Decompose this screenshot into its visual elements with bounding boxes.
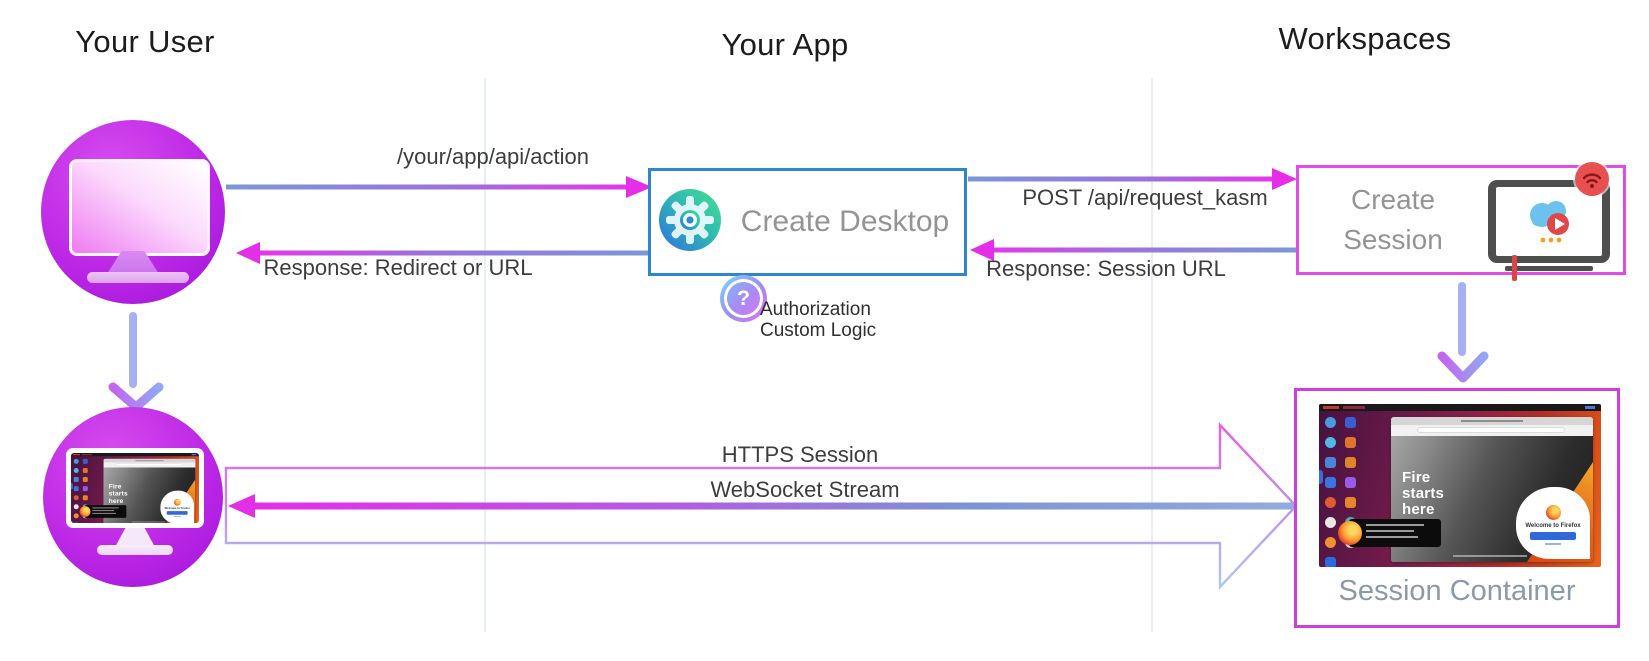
desktop-top-bar bbox=[71, 453, 199, 457]
request-arrow-label: /your/app/api/action bbox=[396, 144, 590, 169]
monitor-base bbox=[87, 272, 189, 283]
not-now-link bbox=[1545, 543, 1561, 545]
fire-starts-here-headline: Fire starts here bbox=[108, 482, 128, 505]
browser-content: Welcome to Firefox Fire starts here bbox=[103, 467, 196, 523]
welcome-card: Welcome to Firefox bbox=[1516, 487, 1590, 559]
dock-tab bbox=[71, 482, 73, 490]
tablet-stand-tick bbox=[1512, 255, 1517, 281]
create-session-box: Create Session bbox=[1296, 162, 1626, 281]
url-bar bbox=[1417, 427, 1565, 433]
cloud-play-icon bbox=[1530, 201, 1569, 243]
firefox-logo-icon bbox=[79, 506, 91, 517]
post-request-arrow bbox=[968, 168, 1297, 190]
photo-caption bbox=[1453, 555, 1527, 557]
welcome-text: Welcome to Firefox bbox=[164, 507, 190, 510]
column-header-your-app: Your App bbox=[721, 27, 849, 62]
authorization-line1: Authorization bbox=[760, 299, 871, 320]
session-monitor-stand bbox=[115, 528, 155, 547]
websocket-stream-label: WebSocket Stream bbox=[710, 477, 900, 502]
session-container-label: Session Container bbox=[1338, 575, 1576, 607]
response-redirect-arrow bbox=[236, 242, 648, 264]
firefox-logo-icon bbox=[1338, 521, 1362, 545]
response-redirect-label: Response: Redirect or URL bbox=[263, 255, 533, 280]
gear-icon bbox=[659, 189, 721, 251]
default-browser-button bbox=[166, 511, 188, 515]
monitor-stand bbox=[107, 251, 159, 274]
welcome-text: Welcome to Firefox bbox=[1525, 523, 1581, 529]
authorization-question-icon: ? bbox=[720, 275, 767, 322]
dock-tab bbox=[1319, 470, 1323, 484]
session-monitor-base bbox=[97, 545, 173, 555]
not-now-link bbox=[173, 516, 181, 517]
browser-toolbar bbox=[103, 462, 196, 468]
create-session-label-line2: Session bbox=[1343, 224, 1443, 255]
response-session-label: Response: Session URL bbox=[986, 256, 1226, 281]
create-desktop-label: Create Desktop bbox=[740, 205, 950, 238]
firefox-window: Welcome to Firefox Fire starts here bbox=[1391, 417, 1593, 562]
firefox-window: Welcome to Firefox Fire starts here bbox=[103, 458, 196, 523]
session-monitor-icon: Welcome to Firefox Fire starts here bbox=[66, 448, 204, 528]
photo-caption bbox=[131, 521, 166, 523]
notification-toast bbox=[1338, 519, 1441, 547]
tablet-stand-bar bbox=[1505, 266, 1593, 271]
wifi-icon bbox=[1575, 162, 1609, 196]
websocket-stream-arrow bbox=[228, 494, 1294, 518]
welcome-card: Welcome to Firefox bbox=[160, 490, 194, 523]
request-arrow bbox=[226, 176, 652, 198]
user-session-circle: Welcome to Firefox Fire starts here bbox=[43, 407, 223, 587]
user-down-arrow bbox=[108, 312, 164, 412]
fire-starts-here-headline: Fire starts here bbox=[1402, 469, 1445, 518]
default-browser-button bbox=[1530, 532, 1576, 540]
tablet-icon bbox=[1488, 180, 1610, 263]
browser-toolbar bbox=[1391, 425, 1593, 436]
window-title-bar bbox=[103, 458, 196, 463]
session-desktop-screenshot: Welcome to Firefox Fire starts here bbox=[1319, 404, 1601, 567]
desktop-top-bar bbox=[1319, 404, 1601, 411]
user-session-thumbnail: Welcome to Firefox Fire starts here bbox=[71, 453, 199, 523]
authorization-caption: Authorization Custom Logic bbox=[760, 299, 876, 341]
column-header-workspaces: Workspaces bbox=[1278, 21, 1452, 56]
create-session-label-line1: Create bbox=[1350, 184, 1436, 215]
authorization-line2: Custom Logic bbox=[760, 320, 877, 341]
notification-toast bbox=[79, 505, 127, 518]
ubuntu-desktop-thumbnail: Welcome to Firefox Fire starts here bbox=[71, 453, 199, 523]
https-session-label: HTTPS Session bbox=[721, 442, 879, 467]
response-session-arrow bbox=[970, 239, 1296, 261]
firefox-logo-icon bbox=[173, 498, 181, 506]
https-session-arrow-outline bbox=[224, 421, 1298, 591]
window-title-bar bbox=[1391, 417, 1593, 425]
firefox-logo-icon bbox=[1545, 505, 1561, 520]
url-bar bbox=[115, 463, 183, 467]
column-header-your-user: Your User bbox=[75, 24, 215, 59]
user-device-circle bbox=[41, 120, 225, 304]
post-request-label: POST /api/request_kasm bbox=[1022, 185, 1268, 210]
session-down-arrow bbox=[1437, 282, 1489, 383]
monitor-icon bbox=[69, 159, 210, 256]
session-container-box: Welcome to Firefox Fire starts here Sess… bbox=[1294, 388, 1620, 628]
create-desktop-box: Create Desktop bbox=[648, 168, 967, 276]
